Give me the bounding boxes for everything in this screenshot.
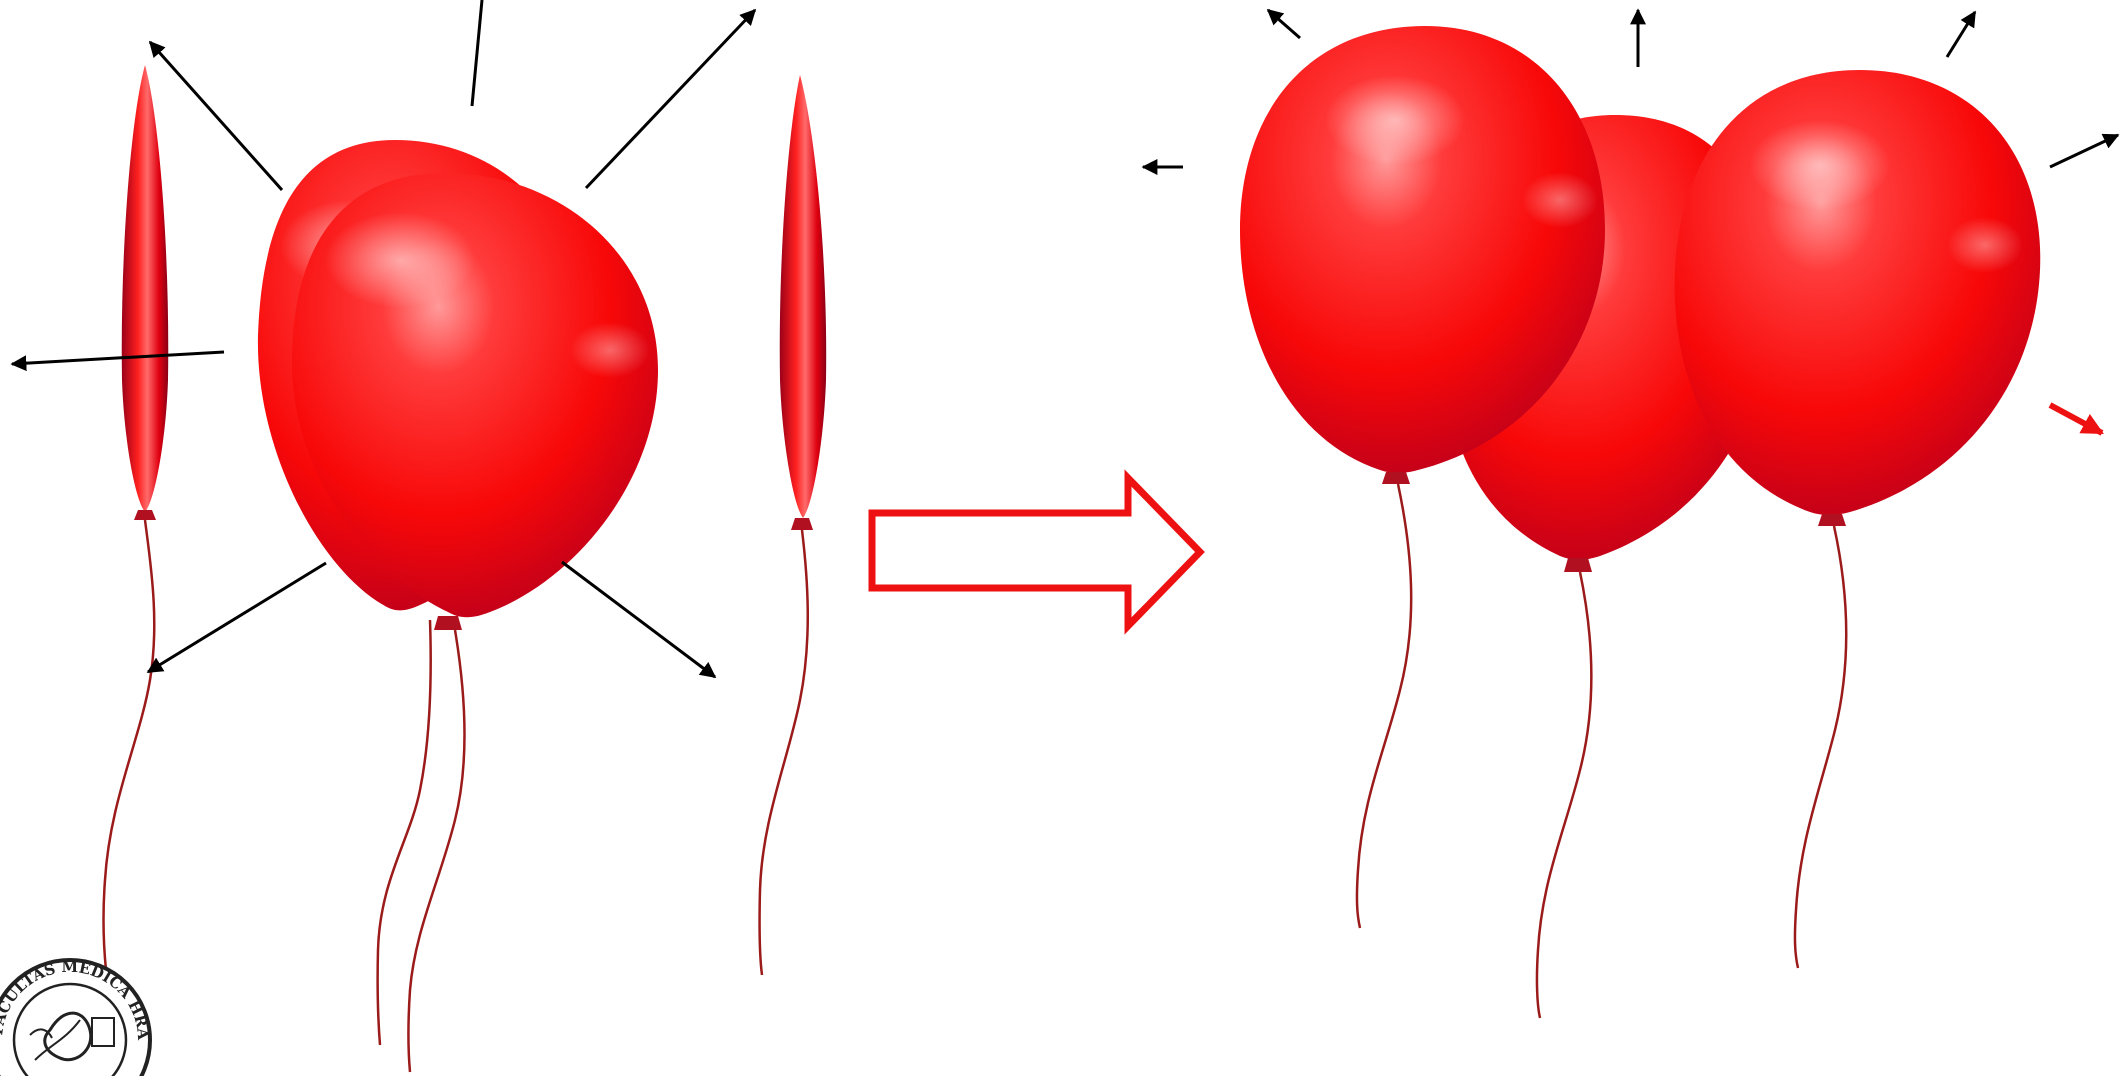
arrow-small-up-left bbox=[1268, 10, 1300, 38]
arrow-up bbox=[472, 0, 482, 106]
balloon-string bbox=[409, 630, 465, 1072]
arrow-left bbox=[12, 352, 224, 364]
balloon-string bbox=[1357, 484, 1411, 928]
balloon-right bbox=[1675, 70, 2041, 968]
balloon-string bbox=[378, 620, 431, 1045]
left-panel bbox=[12, 0, 826, 1072]
arrow-small-right bbox=[2050, 135, 2118, 167]
arrow-up-right bbox=[586, 10, 755, 188]
arrow-small-up-right bbox=[1947, 12, 1975, 57]
balloon-string bbox=[760, 530, 808, 975]
balloon-string bbox=[1795, 526, 1846, 968]
hollow-right-arrow-icon bbox=[872, 478, 1200, 626]
arrow-down-left bbox=[148, 563, 326, 672]
balloon-string bbox=[103, 520, 154, 970]
pair-balloon-front bbox=[292, 173, 658, 1072]
arrow-down-right bbox=[562, 562, 715, 677]
thin-balloon-left bbox=[103, 65, 168, 970]
thin-balloon-right bbox=[760, 75, 827, 975]
faculty-seal-icon: FACULTAS MEDICA HRADEC KRALOVE bbox=[0, 958, 152, 1076]
arrow-up-left bbox=[150, 42, 282, 190]
balloon-string bbox=[1537, 572, 1591, 1018]
right-panel bbox=[1143, 10, 2118, 1018]
arrow-small-down-right-red bbox=[2050, 405, 2102, 433]
